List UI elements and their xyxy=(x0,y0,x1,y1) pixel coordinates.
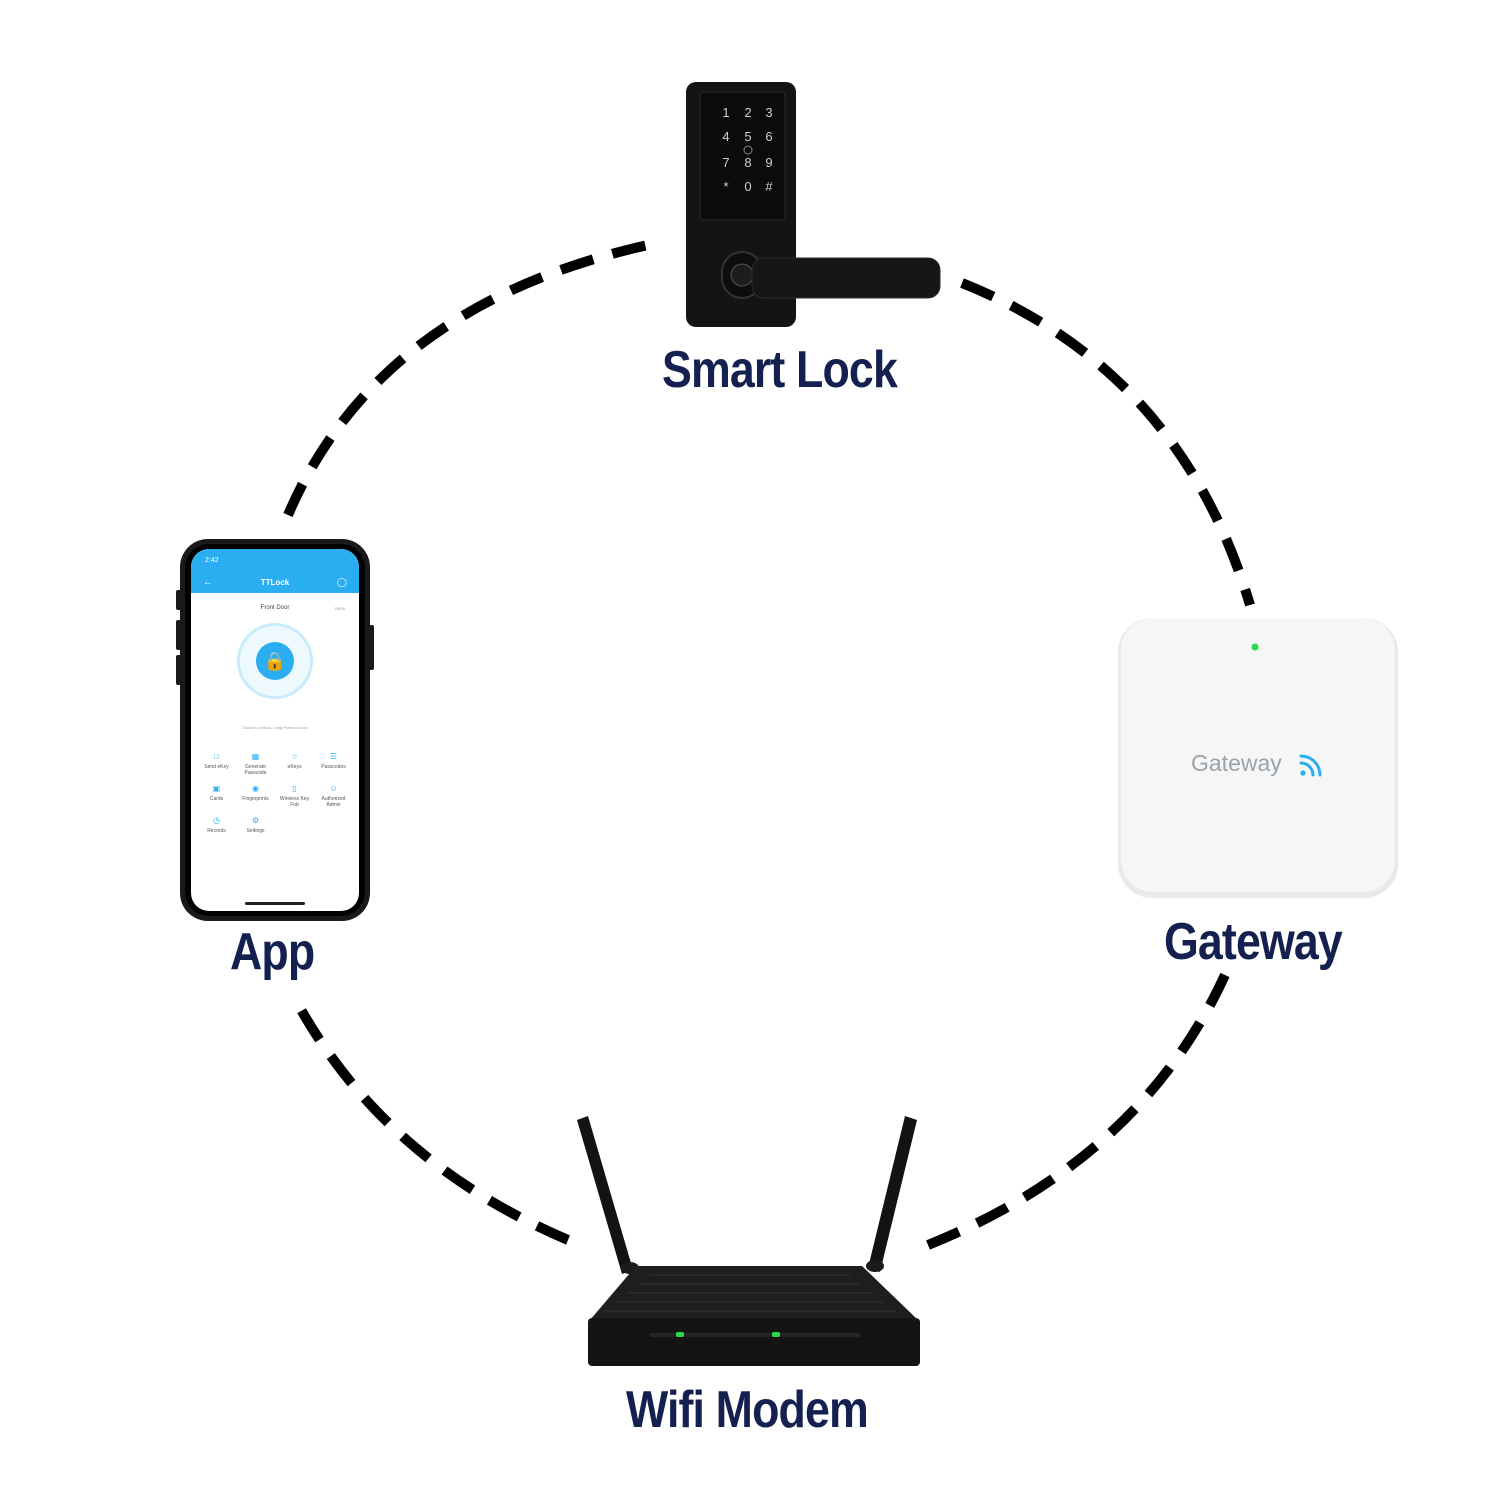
menu-cards[interactable]: ▣Cards xyxy=(197,784,236,808)
key-star: * xyxy=(723,179,728,194)
wifi-icon xyxy=(1299,754,1322,777)
menu-ekeys[interactable]: ○eKeys xyxy=(275,752,314,776)
key-5: 5 xyxy=(744,129,751,144)
key-2: 2 xyxy=(744,105,751,120)
key-hash: # xyxy=(765,179,773,194)
smart-lock-label: Smart Lock xyxy=(662,341,898,399)
fingerprint-icon: ◉ xyxy=(252,784,259,793)
settings-circle-icon[interactable]: ◯ xyxy=(336,576,347,587)
list-icon: ☰ xyxy=(329,752,338,761)
menu-fingerprints[interactable]: ◉Fingerprints xyxy=(236,784,275,808)
connector-modem-app xyxy=(288,992,570,1245)
menu-grid: □Send eKey ▦Generate Passcode ○eKeys ☰Pa… xyxy=(197,752,353,835)
gateway-device-text: Gateway xyxy=(1191,750,1282,776)
card-reader-icon xyxy=(743,145,753,155)
antenna-right xyxy=(868,1116,917,1272)
key-3: 3 xyxy=(765,105,772,120)
status-time: 2:42 xyxy=(205,556,219,564)
passcode-icon: ▦ xyxy=(251,752,260,761)
app-bar: ← TTLock ◯ xyxy=(191,571,359,593)
home-indicator xyxy=(245,902,305,905)
key-4: 4 xyxy=(722,129,729,144)
app-label: App xyxy=(230,923,315,981)
unlock-hint: Touch to Unlock, Long Press to Lock xyxy=(242,725,308,730)
lock-name: Front Door xyxy=(260,605,290,611)
back-arrow-icon[interactable]: ← xyxy=(203,576,213,588)
menu-passcodes[interactable]: ☰Passcodes xyxy=(314,752,353,776)
antenna-left xyxy=(577,1116,633,1274)
app-title: TTLock xyxy=(260,577,290,587)
menu-settings[interactable]: ⚙Settings xyxy=(236,816,275,835)
menu-records[interactable]: ◷Records xyxy=(197,816,236,835)
unlock-button[interactable]: 🔒 xyxy=(237,623,313,699)
key-0: 0 xyxy=(744,179,751,194)
connector-arcs xyxy=(283,237,1255,1250)
keypad: 1 2 3 4 5 6 7 8 9 * 0 # xyxy=(722,105,773,194)
gear-icon: ⚙ xyxy=(251,816,260,825)
connector-gateway-modem xyxy=(926,972,1230,1250)
router-led-power xyxy=(676,1332,684,1337)
clock-icon: ◷ xyxy=(213,816,220,825)
connector-lock-gateway xyxy=(960,278,1255,607)
menu-send-ekey[interactable]: □Send eKey xyxy=(197,752,236,776)
connector-app-lock xyxy=(283,237,664,517)
router-led-wifi xyxy=(772,1332,780,1337)
wifi-modem-device xyxy=(577,1116,920,1366)
menu-generate-passcode[interactable]: ▦Generate Passcode xyxy=(236,752,275,777)
send-icon: □ xyxy=(214,752,219,761)
gateway-label: Gateway xyxy=(1164,913,1343,971)
menu-authorized-admin[interactable]: ☺Authorized Admin xyxy=(314,784,353,809)
lock-header: Front Door 100% xyxy=(191,605,359,611)
app-screen: 2:42 ← TTLock ◯ Front Door 100% 🔒 Touch … xyxy=(191,549,359,911)
key-7: 7 xyxy=(722,155,729,170)
key-6: 6 xyxy=(765,129,772,144)
key-icon: ○ xyxy=(292,752,297,761)
battery-level: 100% xyxy=(334,605,345,611)
gateway-device xyxy=(1118,618,1398,898)
card-icon: ▣ xyxy=(212,784,221,793)
wifi-modem-label: Wifi Modem xyxy=(626,1381,869,1439)
key-1: 1 xyxy=(722,105,729,120)
key-9: 9 xyxy=(765,155,772,170)
key-8: 8 xyxy=(744,155,751,170)
status-bar: 2:42 xyxy=(191,549,359,571)
padlock-icon: 🔒 xyxy=(256,642,294,680)
menu-wireless-key-fob[interactable]: ▯Wireless Key Fob xyxy=(275,784,314,809)
admin-icon: ☺ xyxy=(329,784,338,793)
fob-icon: ▯ xyxy=(292,784,297,793)
door-handle xyxy=(721,251,941,299)
smart-lock-device: 1 2 3 4 5 6 7 8 9 * 0 # xyxy=(686,82,941,327)
gateway-status-led xyxy=(1251,643,1259,651)
